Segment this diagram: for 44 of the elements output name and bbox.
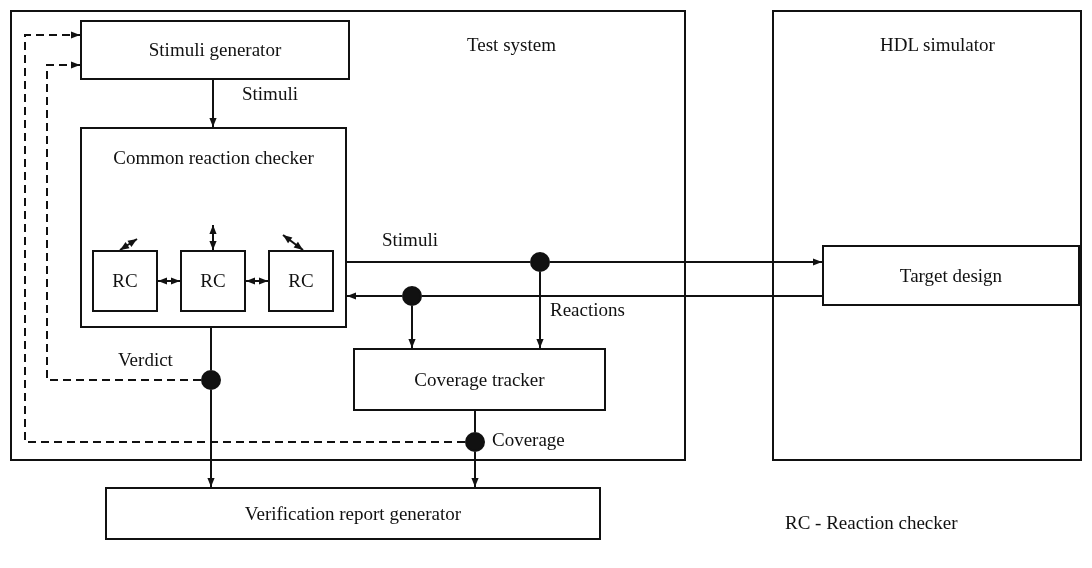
process-box [822,245,1080,306]
box-title: HDL simulator [880,34,995,56]
box-label: Target design [899,264,1003,287]
arrow [207,389,215,488]
arrow [471,451,479,488]
junction-dot [465,432,485,452]
arrow [209,224,217,251]
process-box [80,20,350,80]
box-label: Stimuli generator [148,39,282,61]
arrow [245,277,269,285]
connector-line [346,261,531,263]
box-label: RC [112,270,138,292]
arrow [157,277,181,285]
arrow [408,305,416,349]
arrow [209,79,217,128]
checker-box [92,250,158,312]
arrow [549,258,823,266]
system-panel [10,10,686,461]
arrow [346,292,403,300]
connector-line [421,295,823,297]
process-box [353,348,606,411]
box-label: RC [200,270,226,292]
box-label: Coverage tracker [414,368,545,391]
dashed-arrow [24,31,466,443]
dashed-arrow [46,61,202,381]
connector-line [474,410,476,433]
checker-box [180,250,246,312]
box-title: Test system [467,34,556,56]
connector-line [210,327,212,371]
arrow [536,271,544,349]
system-panel [772,10,1082,461]
process-box [105,487,601,540]
box-label: Verification report generator [244,502,462,525]
junction-dot [402,286,422,306]
arrow [282,234,304,251]
box-title: Common reaction checker [112,147,315,169]
junction-dot [530,252,550,272]
legend-note: RC - Reaction checker [785,512,958,534]
edge-label: Coverage [490,430,567,451]
arrow [119,238,138,251]
checker-box [268,250,334,312]
box-label: RC [288,270,314,292]
junction-dot [201,370,221,390]
process-box [80,127,347,328]
